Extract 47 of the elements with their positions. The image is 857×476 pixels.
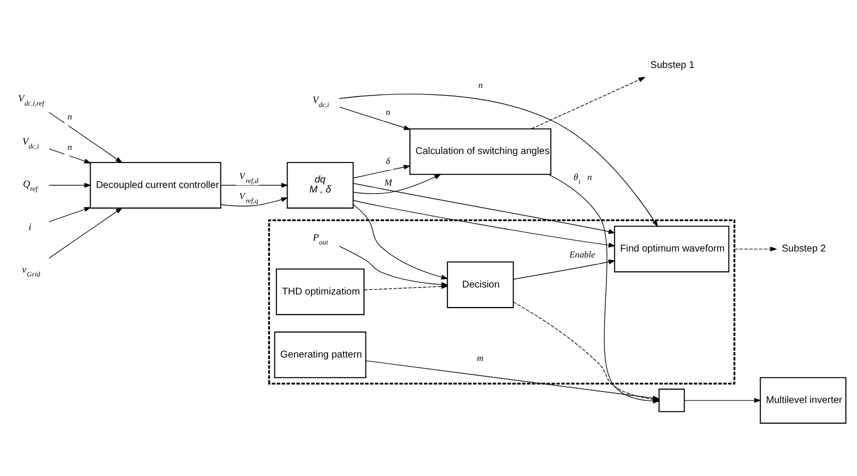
node-text: V$_{dc,i,ref}$ (18, 94, 44, 108)
edge-label: δ (386, 156, 390, 166)
arrow (684, 398, 762, 403)
node-text: v$_{Grid}$ (22, 264, 40, 279)
node-text: P$_{out}$ (312, 232, 328, 246)
edge-label: M (384, 178, 392, 188)
edge-label: V$_{ref,d}$ (239, 171, 258, 186)
node-text: Substep 2 (782, 244, 826, 255)
node-box: Generating pattern (274, 332, 366, 378)
arrow (220, 197, 288, 206)
node-box: Decoupled current controller (90, 162, 222, 209)
edge-label: m (476, 352, 484, 363)
edge-label: n (68, 142, 72, 152)
edge-label: n (478, 80, 483, 90)
arrow (48, 112, 123, 164)
edge-label: n (386, 106, 390, 117)
arrow (734, 246, 778, 252)
node-box: Calculation of switching angles (409, 128, 552, 175)
node-box: Decision (446, 261, 514, 308)
node-text: V$_{dc,i}$ (312, 95, 330, 110)
node-text: Q$_{ref}$ (23, 179, 38, 194)
edge-label: n (68, 112, 72, 122)
arrow (352, 204, 448, 280)
arrow (531, 76, 646, 130)
node-box: Find optimum waveform (614, 226, 730, 272)
node-text: i (28, 222, 32, 233)
arrow (48, 148, 92, 164)
arrow (48, 207, 123, 258)
arrow (339, 106, 411, 130)
node-text: Substep 1 (650, 60, 694, 72)
node-box (658, 388, 685, 412)
arrow (220, 182, 288, 188)
arrow (338, 246, 448, 287)
arrow (48, 182, 92, 188)
node-box: dq M , δ (286, 162, 354, 209)
node-text: V$_{dc,i}$ (22, 136, 39, 150)
edge-label: Enable (569, 250, 596, 260)
arrow (338, 94, 658, 228)
node-box: Multilevel inverter (760, 377, 846, 424)
edge-label: θ$_{i}$ n (574, 172, 592, 186)
arrow (353, 164, 411, 178)
node-box: THD optimizatiom (276, 268, 365, 316)
arrow (48, 207, 92, 222)
edge-label: V$_{ref,q}$ (239, 190, 258, 205)
arrow (513, 260, 616, 280)
arrow (353, 200, 616, 248)
arrow (353, 183, 616, 234)
